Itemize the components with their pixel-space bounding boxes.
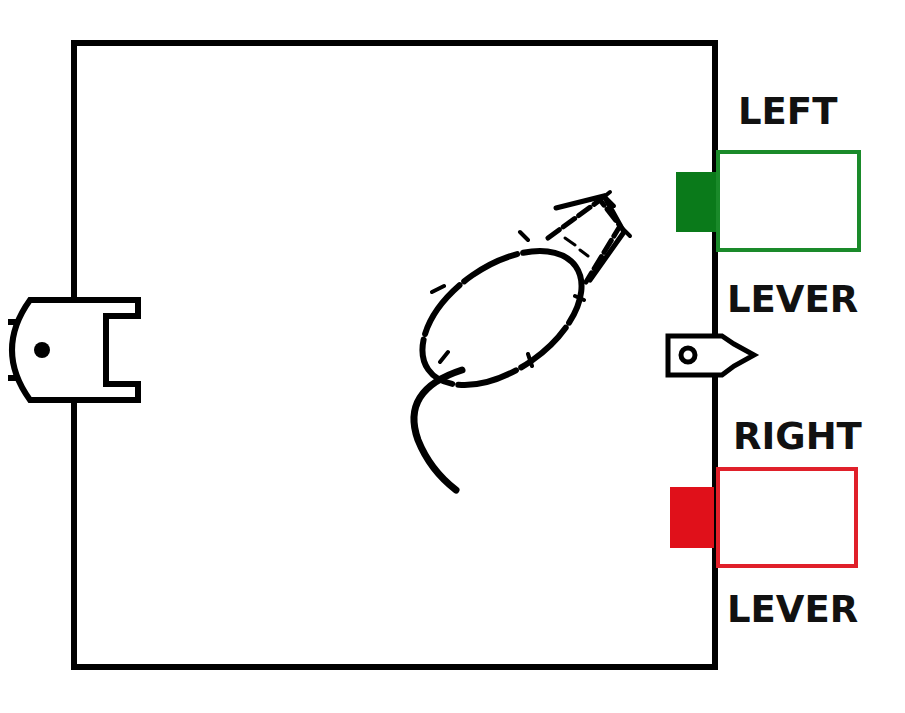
cue-light [668,336,754,375]
rat-figure [398,192,630,490]
right-lever [670,487,714,548]
lever-side-label: RIGHT [733,418,862,455]
left-lever [676,172,716,232]
left-lever-housing [718,152,859,250]
lever-side-label: LEFT [738,93,837,130]
right-lever-housing [718,469,856,566]
food-dispenser [8,300,138,400]
lever-label: LEVER [727,281,858,318]
lever-label: LEVER [727,591,858,628]
chamber-wall [74,43,715,667]
